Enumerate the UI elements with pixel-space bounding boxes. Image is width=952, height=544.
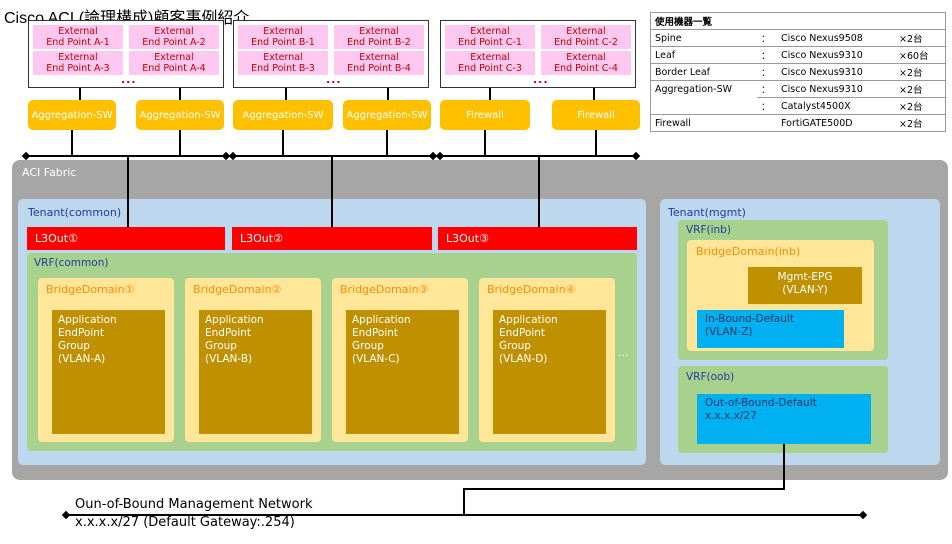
connector <box>593 88 595 100</box>
endpoint-group-c: External End Point C-1 External End Poin… <box>440 20 636 88</box>
bus-a <box>26 155 226 157</box>
connector <box>538 156 540 227</box>
endpoint-more-a: ... <box>121 73 137 86</box>
device-table-header: 使用機器一覧 <box>650 12 946 30</box>
more-domains: ... <box>618 346 629 359</box>
bus-endpoint <box>61 510 71 520</box>
table-row: Spine：Cisco Nexus9508×2台 <box>650 29 946 47</box>
vrf-common-label: VRF(common) <box>34 257 109 269</box>
table-row: ：Catalyst4500X×2台 <box>650 97 946 115</box>
bus-endpoint <box>631 151 641 161</box>
endpoint-b1: External End Point B-1 <box>238 25 328 49</box>
bridge-domain-3-label: BridgeDomain③ <box>340 283 429 296</box>
tenant-mgmt-label: Tenant(mgmt) <box>668 206 746 219</box>
connector <box>595 130 597 156</box>
connector <box>484 130 486 156</box>
connector <box>489 88 491 100</box>
endpoint-c1: External End Point C-1 <box>445 25 535 49</box>
tenant-common-label: Tenant(common) <box>28 206 122 219</box>
epg-3: Application EndPoint Group (VLAN-C) <box>346 310 459 434</box>
connector <box>463 488 465 516</box>
connector <box>387 88 389 100</box>
endpoint-b4: External End Point B-4 <box>334 51 424 75</box>
oob-default: Out-of-Bound-Default x.x.x.x/27 <box>697 394 871 444</box>
device-table: 使用機器一覧 Spine：Cisco Nexus9508×2台 Leaf：Cis… <box>650 12 946 132</box>
endpoint-group-b: External End Point B-1 External End Poin… <box>233 20 429 88</box>
connector <box>179 88 181 100</box>
bus-endpoint <box>21 151 31 161</box>
table-row: Leaf：Cisco Nexus9310×60台 <box>650 46 946 64</box>
aci-fabric-label: ACI Fabric <box>22 166 77 179</box>
mgmt-epg: Mgmt-EPG (VLAN-Y) <box>748 267 862 304</box>
connector <box>285 88 287 100</box>
aggregation-switch: Aggregation-SW <box>343 100 431 130</box>
endpoint-c2: External End Point C-2 <box>541 25 631 49</box>
epg-4: Application EndPoint Group (VLAN-D) <box>493 310 606 434</box>
oob-network-address: x.x.x.x/27 (Default Gateway:.254) <box>75 515 295 530</box>
epg-2: Application EndPoint Group (VLAN-B) <box>199 310 312 434</box>
endpoint-a3: External End Point A-3 <box>33 51 123 75</box>
connector <box>79 88 81 100</box>
connector <box>127 156 129 227</box>
bus-endpoint <box>228 151 238 161</box>
bridge-domain-1-label: BridgeDomain① <box>46 283 135 296</box>
connector <box>282 130 284 156</box>
endpoint-a1: External End Point A-1 <box>33 25 123 49</box>
connector <box>386 130 388 156</box>
bridge-domain-inb-label: BridgeDomain(inb) <box>696 245 801 258</box>
endpoint-group-a: External End Point A-1 External End Poin… <box>28 20 224 88</box>
endpoint-b3: External End Point B-3 <box>238 51 328 75</box>
oob-network-name: Oun-of-Bound Management Network <box>75 497 313 512</box>
connector <box>71 130 73 156</box>
connector <box>331 156 333 227</box>
connector <box>179 130 181 156</box>
endpoint-a2: External End Point A-2 <box>129 25 219 49</box>
table-row: Aggregation-SW：Cisco Nexus9310×2台 <box>650 80 946 98</box>
inband-default: In-Bound-Default (VLAN-Z) <box>697 310 844 348</box>
endpoint-more-b: ... <box>326 73 342 86</box>
l3out-3: L3Out③ <box>438 227 637 250</box>
endpoint-more-c: ... <box>533 73 549 86</box>
vrf-inb-label: VRF(inb) <box>686 224 731 236</box>
bus-b <box>233 155 433 157</box>
bus-endpoint <box>858 510 868 520</box>
bus-endpoint <box>435 151 445 161</box>
firewall: Firewall <box>552 100 640 130</box>
aggregation-switch: Aggregation-SW <box>28 100 116 130</box>
aggregation-switch: Aggregation-SW <box>136 100 224 130</box>
bridge-domain-4-label: BridgeDomain④ <box>487 283 576 296</box>
bridge-domain-2-label: BridgeDomain② <box>193 283 282 296</box>
firewall: Firewall <box>440 100 530 130</box>
epg-1: Application EndPoint Group (VLAN-A) <box>52 310 165 434</box>
vrf-oob-label: VRF(oob) <box>686 371 735 383</box>
endpoint-c4: External End Point C-4 <box>541 51 631 75</box>
connector <box>463 488 785 490</box>
oob-network-bus <box>66 514 864 516</box>
endpoint-a4: External End Point A-4 <box>129 51 219 75</box>
connector <box>783 444 785 489</box>
table-row: Border Leaf：Cisco Nexus9310×2台 <box>650 63 946 81</box>
l3out-2: L3Out② <box>232 227 432 250</box>
aggregation-switch: Aggregation-SW <box>233 100 333 130</box>
endpoint-c3: External End Point C-3 <box>445 51 535 75</box>
endpoint-b2: External End Point B-2 <box>334 25 424 49</box>
l3out-1: L3Out① <box>27 227 225 250</box>
